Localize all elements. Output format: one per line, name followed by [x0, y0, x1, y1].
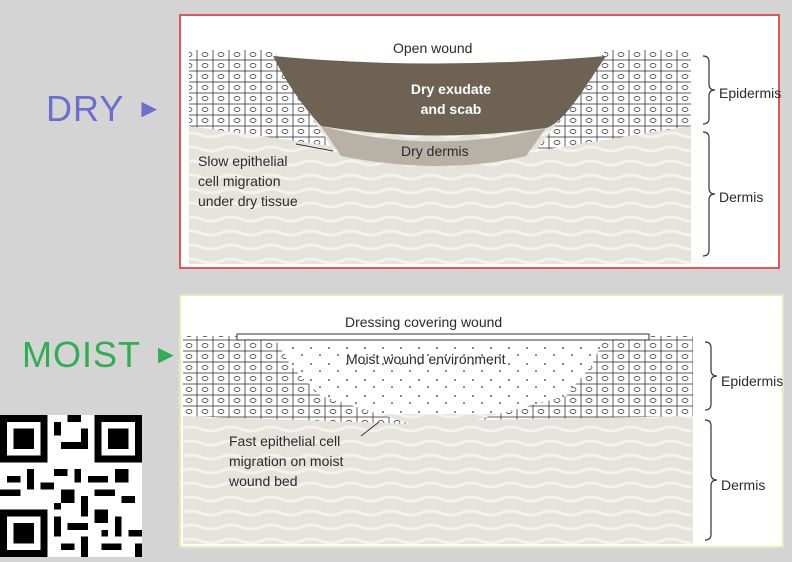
fast-migration-note-1: Fast epithelial cell [229, 433, 341, 449]
slow-migration-note-2: cell migration [198, 173, 281, 189]
migration-pointer [360, 421, 380, 437]
epidermis-left [189, 50, 331, 146]
dermis-tissue [183, 414, 693, 544]
dry-wound-diagram: Open wound Dry exudate and scab Dry derm… [179, 14, 782, 269]
fast-migration-note-3: wound bed [229, 473, 298, 489]
dry-arrow-icon: ► [136, 93, 164, 123]
moist-environment-label: Moist wound environment [346, 351, 506, 367]
dermis-tissue [189, 116, 691, 264]
moist-heading-text: MOIST [22, 334, 141, 375]
dressing-label: Dressing covering wound [345, 314, 503, 330]
moist-diagram-illustration [183, 333, 718, 544]
scab-label-line1: Dry exudate [410, 81, 492, 97]
dry-heading-text: DRY [46, 88, 125, 129]
dressing-layer [236, 333, 650, 341]
epidermis-bracket [704, 341, 718, 411]
moist-heading: MOIST ► [22, 334, 180, 376]
qr-code-graphic [0, 415, 142, 557]
slow-migration-note-3: under dry tissue [198, 193, 298, 209]
open-wound-label: Open wound [393, 40, 473, 56]
slow-migration-note-1: Slow epithelial [198, 153, 288, 169]
epidermis-left [183, 336, 411, 424]
moist-arrow-icon: ► [153, 339, 180, 369]
qr-code-icon[interactable] [0, 415, 142, 557]
dermis-bracket [704, 419, 718, 541]
dry-epidermis-label: Epidermis [719, 85, 782, 101]
scab-area [273, 56, 606, 136]
dry-dermis-side-label: Dermis [719, 189, 764, 205]
dry-dermis-area [321, 126, 546, 166]
moist-epidermis-label: Epidermis [721, 373, 784, 389]
dry-diagram-illustration [189, 50, 716, 264]
dry-heading: DRY ► [46, 88, 163, 130]
epidermis-right [536, 50, 691, 151]
moist-environment-area [273, 340, 606, 416]
migration-pointer [295, 143, 334, 152]
dermis-bracket [702, 131, 716, 257]
dry-dermis-label: Dry dermis [401, 143, 469, 159]
epidermis-bracket [702, 55, 716, 125]
moist-dermis-side-label: Dermis [721, 477, 766, 493]
fast-migration-note-2: migration on moist [229, 453, 344, 469]
epidermis-right [476, 336, 693, 420]
moist-wound-diagram: Dressing covering wound Moist wound envi… [179, 294, 784, 548]
scab-label-line2: and scab [420, 101, 482, 117]
